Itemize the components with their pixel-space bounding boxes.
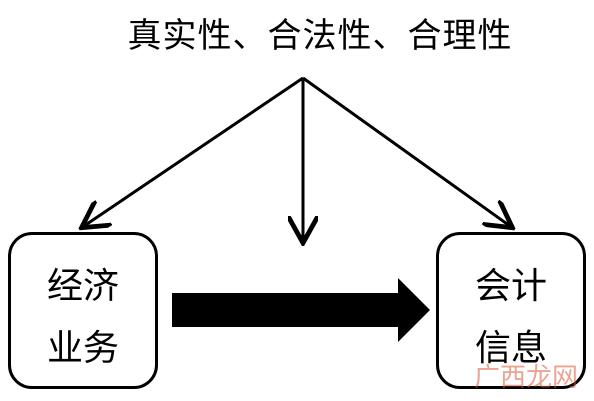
accounting-info-box: 会计 信息 (436, 232, 586, 389)
watermark-text: 广西龙网 (473, 363, 578, 393)
accounting-info-line-1: 会计 (474, 266, 547, 307)
arrow-to-accounting-info (302, 76, 510, 226)
arrow-to-economic-business (84, 76, 304, 226)
heading-text: 真实性、合法性、合理性 (127, 16, 513, 56)
thick-arrow-right (172, 278, 430, 342)
accounting-info-line-2: 信息 (474, 328, 547, 369)
economic-business-line-1: 经济 (46, 266, 119, 307)
economic-business-box: 经济 业务 (8, 232, 158, 389)
economic-business-line-2: 业务 (46, 328, 119, 369)
